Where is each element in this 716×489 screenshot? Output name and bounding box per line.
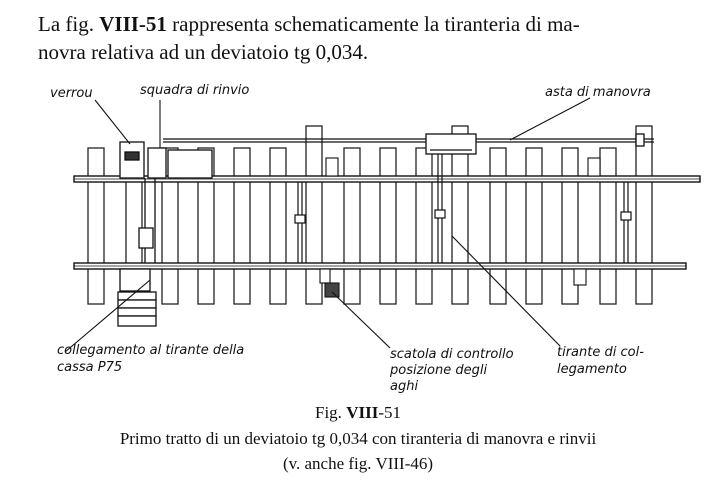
label-collegamento-line2: cassa P75 xyxy=(57,360,122,375)
switch-linkage-drawing: verrou squadra di rinvio asta di manovra… xyxy=(50,83,701,394)
caption-fig-suffix: -51 xyxy=(378,403,401,422)
label-collegamento-line1: collegamento al tirante della xyxy=(57,343,244,358)
figure-caption-reference: (v. anche fig. VIII-46) xyxy=(282,454,434,473)
figure-caption-number: Fig. VIII-51 xyxy=(0,403,716,423)
sleeper xyxy=(415,147,433,305)
paragraph-line2: novra relativa ad un deviatoio tg 0,034. xyxy=(38,40,369,64)
caption-fig-prefix: Fig. xyxy=(315,403,347,422)
label-asta-di-manovra: asta di manovra xyxy=(545,85,651,100)
body-paragraph: La fig. VIII-51 rappresenta schematicame… xyxy=(38,10,710,66)
sleeper xyxy=(451,125,469,305)
sleeper xyxy=(233,147,251,305)
label-squadra-di-rinvio: squadra di rinvio xyxy=(140,83,249,98)
paragraph-prefix: La fig. xyxy=(38,12,100,36)
leader-lines xyxy=(64,97,591,353)
connecting-rods xyxy=(294,154,632,263)
sleeper xyxy=(525,147,543,305)
sleeper xyxy=(343,147,361,305)
sleeper xyxy=(305,125,323,305)
label-scatola-line3: aghi xyxy=(390,379,418,394)
label-scatola-line2: posizione degli xyxy=(389,363,487,378)
rail-fixtures xyxy=(319,157,601,298)
rail-lower xyxy=(73,262,687,270)
sleeper xyxy=(489,147,507,305)
label-tirante-line2: legamento xyxy=(557,362,627,377)
rail-upper xyxy=(73,175,701,183)
operating-rod xyxy=(163,133,654,155)
sleeper xyxy=(379,147,397,305)
sleeper xyxy=(599,147,617,305)
sleeper xyxy=(635,125,653,305)
figure-reference: VIII-51 xyxy=(99,12,167,36)
label-scatola-line1: scatola di controllo xyxy=(390,347,514,362)
sleeper xyxy=(269,147,287,305)
label-tirante-line1: tirante di col- xyxy=(557,345,644,360)
sleeper xyxy=(87,147,105,305)
verrou-mechanism xyxy=(117,141,213,327)
caption-fig-number: VIII xyxy=(346,403,379,422)
figure-caption-title: Primo tratto di un deviatoio tg 0,034 co… xyxy=(119,429,597,448)
paragraph-line1-rest: rappresenta schematicamente la tiranteri… xyxy=(166,12,580,36)
label-verrou: verrou xyxy=(50,86,93,101)
